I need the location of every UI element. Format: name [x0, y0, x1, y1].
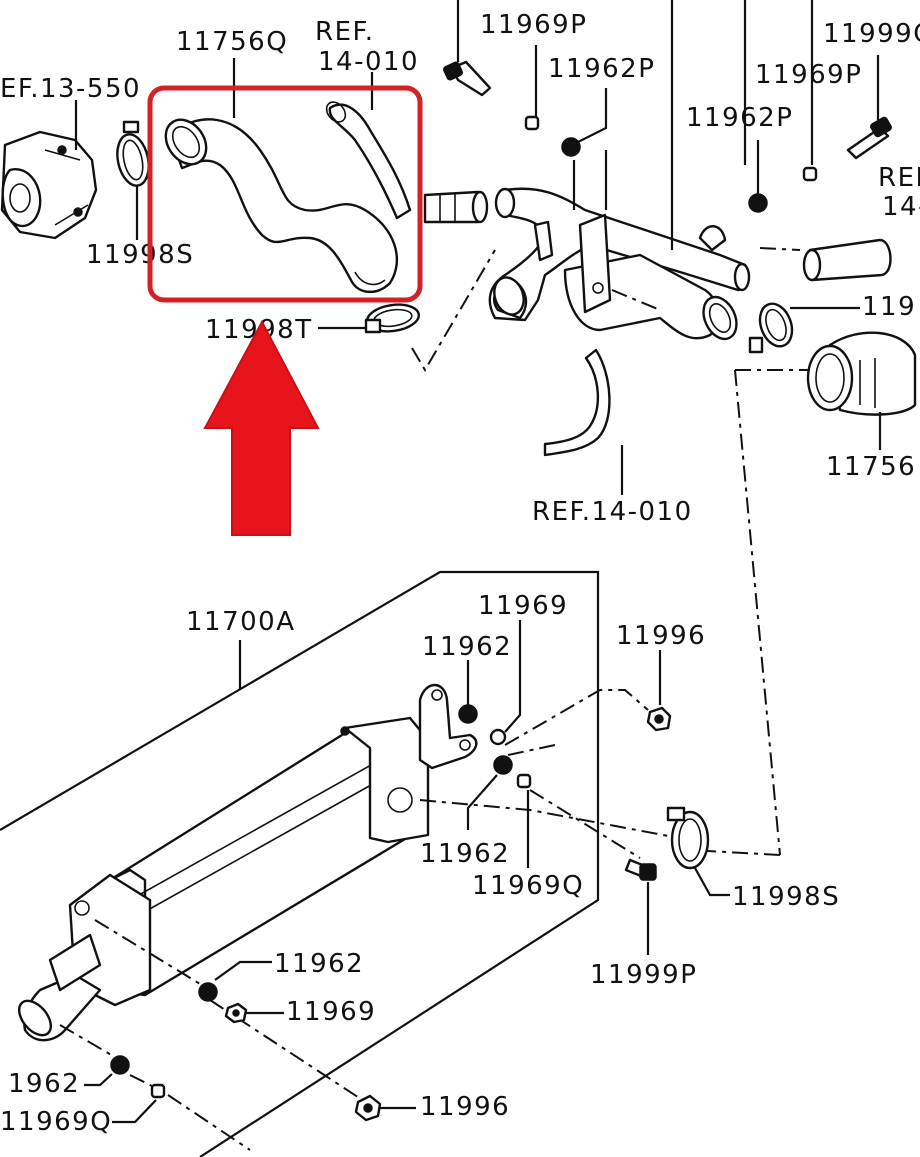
- vacuum-hose-mid: [543, 348, 611, 457]
- label-1962: 1962: [8, 1069, 80, 1099]
- bolt-11999p: [624, 858, 657, 881]
- bolt-11969p-top: [443, 60, 492, 97]
- nut-11962p-a: [561, 137, 581, 157]
- nut-11996-a: [646, 706, 672, 732]
- washer-11969q-b: [150, 1083, 166, 1099]
- label-11969-b: 11969: [286, 997, 376, 1027]
- metal-intake-pipe: [488, 187, 751, 341]
- nut-1962: [110, 1055, 130, 1075]
- label-11962p-a: 11962P: [548, 54, 655, 84]
- nut-11962-c: [198, 982, 218, 1002]
- label-ref-top-number: 14-010: [318, 47, 419, 77]
- label-hose-11756q: 11756Q: [176, 27, 288, 57]
- label-11969p-b: 11969P: [755, 60, 862, 90]
- hose-right-11756: [806, 331, 917, 416]
- label-ref-13-550: EF.13-550: [0, 74, 141, 104]
- label-11969p-top: 11969P: [480, 10, 587, 40]
- label-11996-b: 11996: [420, 1092, 510, 1122]
- small-hose-ref-14-010: [325, 101, 412, 220]
- washer-11969-a: [489, 728, 507, 746]
- throttle-body: [0, 130, 98, 240]
- label-11756-right: 11756: [826, 452, 916, 482]
- label-intercooler-11700a: 11700A: [186, 607, 296, 637]
- nut-11962-b: [493, 755, 513, 775]
- washer-11969-b: [224, 1002, 248, 1024]
- arrow-up-icon: [203, 319, 320, 536]
- label-11962-b: 11962: [420, 839, 510, 869]
- intercooler-box-frame: [0, 570, 600, 1157]
- label-11962p-b: 11962P: [686, 103, 793, 133]
- nut-11962-a: [458, 704, 478, 724]
- washer-11969q-a: [516, 773, 532, 789]
- hose-clamp-11998t: [364, 303, 421, 334]
- label-11962-a: 11962: [422, 632, 512, 662]
- washer-11969p: [524, 115, 540, 131]
- hose-clamp-11998s-bottom: [666, 806, 710, 870]
- intake-pipe-short: [423, 190, 489, 224]
- label-ref-right: REF: [878, 163, 920, 193]
- hose-clamp-top-left: [116, 120, 150, 187]
- label-11999c: 11999C: [823, 19, 920, 49]
- nut-11962p-b: [748, 193, 768, 213]
- nut-11996-b: [354, 1094, 382, 1122]
- label-11969-a: 11969: [478, 591, 568, 621]
- label-ref-14-010-mid: REF.14-010: [532, 497, 693, 527]
- label-ref-top: REF.: [315, 17, 375, 47]
- label-11962-c: 11962: [274, 949, 364, 979]
- pipe-right-upper: [802, 238, 892, 282]
- hose-clamp-right: [748, 302, 794, 354]
- bolt-11999-right: [846, 116, 892, 160]
- label-11996-a: 11996: [616, 621, 706, 651]
- label-clamp-11998s-bottom: 11998S: [732, 882, 840, 912]
- highlight-box: [147, 85, 423, 303]
- label-clamp-11998s-top: 11998S: [86, 240, 194, 270]
- intercooler-core: [17, 683, 478, 1042]
- intercooler-hose-11756q: [164, 118, 399, 294]
- label-11969q-a: 11969Q: [472, 871, 584, 901]
- label-11999p: 11999P: [590, 960, 697, 990]
- label-ref-right-number: 14-: [882, 192, 920, 222]
- label-119-right: 119: [862, 292, 916, 322]
- label-11969q-b: 11969Q: [0, 1107, 112, 1137]
- washer-11969p-b: [802, 166, 818, 182]
